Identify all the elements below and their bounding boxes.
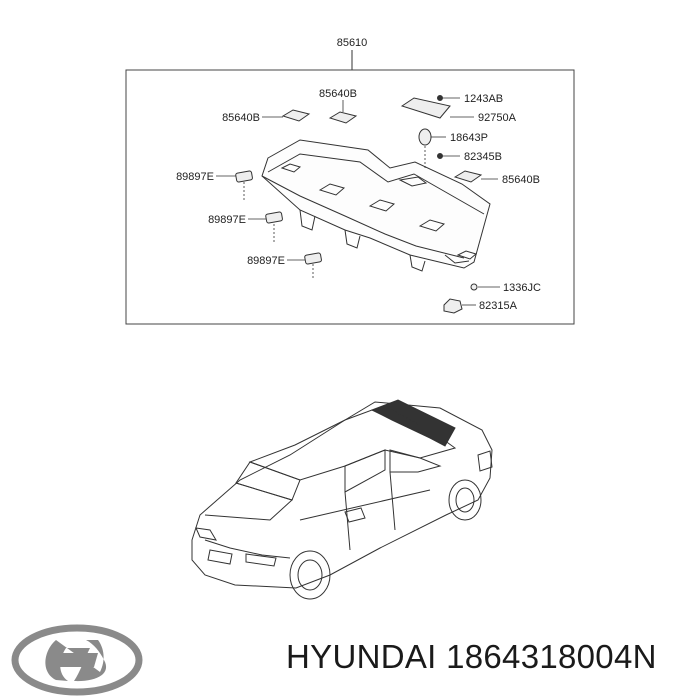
label-85640B-top: 85640B xyxy=(319,88,357,100)
clip-89897E-2 xyxy=(265,211,283,224)
label-1243AB: 1243AB xyxy=(464,93,503,105)
clip-85640B-right xyxy=(453,170,483,183)
nut-1336JC xyxy=(470,283,478,291)
label-1336JC: 1336JC xyxy=(503,282,541,294)
label-89897E-1: 89897E xyxy=(176,171,214,183)
car-illustration xyxy=(191,399,493,600)
clip-85640B-left xyxy=(281,109,311,122)
leader-lines xyxy=(216,97,500,306)
label-82315A: 82315A xyxy=(479,300,518,312)
label-85640B-right: 85640B xyxy=(502,174,540,186)
screw-82345B xyxy=(437,153,443,159)
cover-92750A xyxy=(400,97,451,119)
label-18643P: 18643P xyxy=(450,132,488,144)
clip-89897E-3 xyxy=(304,252,322,265)
label-89897E-3: 89897E xyxy=(247,255,285,267)
clip-89897E-1 xyxy=(235,170,253,183)
hyundai-logo xyxy=(11,624,143,696)
label-89897E-2: 89897E xyxy=(208,214,246,226)
assembly-label: 85610 xyxy=(337,37,368,49)
grommet-82315A xyxy=(443,298,463,314)
label-82345B: 82345B xyxy=(464,151,502,163)
part-labels: 85640B 85640B 1243AB 92750A 18643P 82345… xyxy=(176,88,541,312)
clip-85640B-top xyxy=(328,111,358,124)
brand-part-caption: HYUNDAI 1864318004N xyxy=(286,638,657,675)
package-tray xyxy=(261,139,491,272)
label-92750A: 92750A xyxy=(478,112,517,124)
screw-1243AB xyxy=(437,95,443,101)
component-icons xyxy=(235,95,483,314)
label-85640B-left: 85640B xyxy=(222,112,260,124)
assembly-frame: 85610 xyxy=(125,37,575,325)
lamp-18643P xyxy=(418,128,432,146)
